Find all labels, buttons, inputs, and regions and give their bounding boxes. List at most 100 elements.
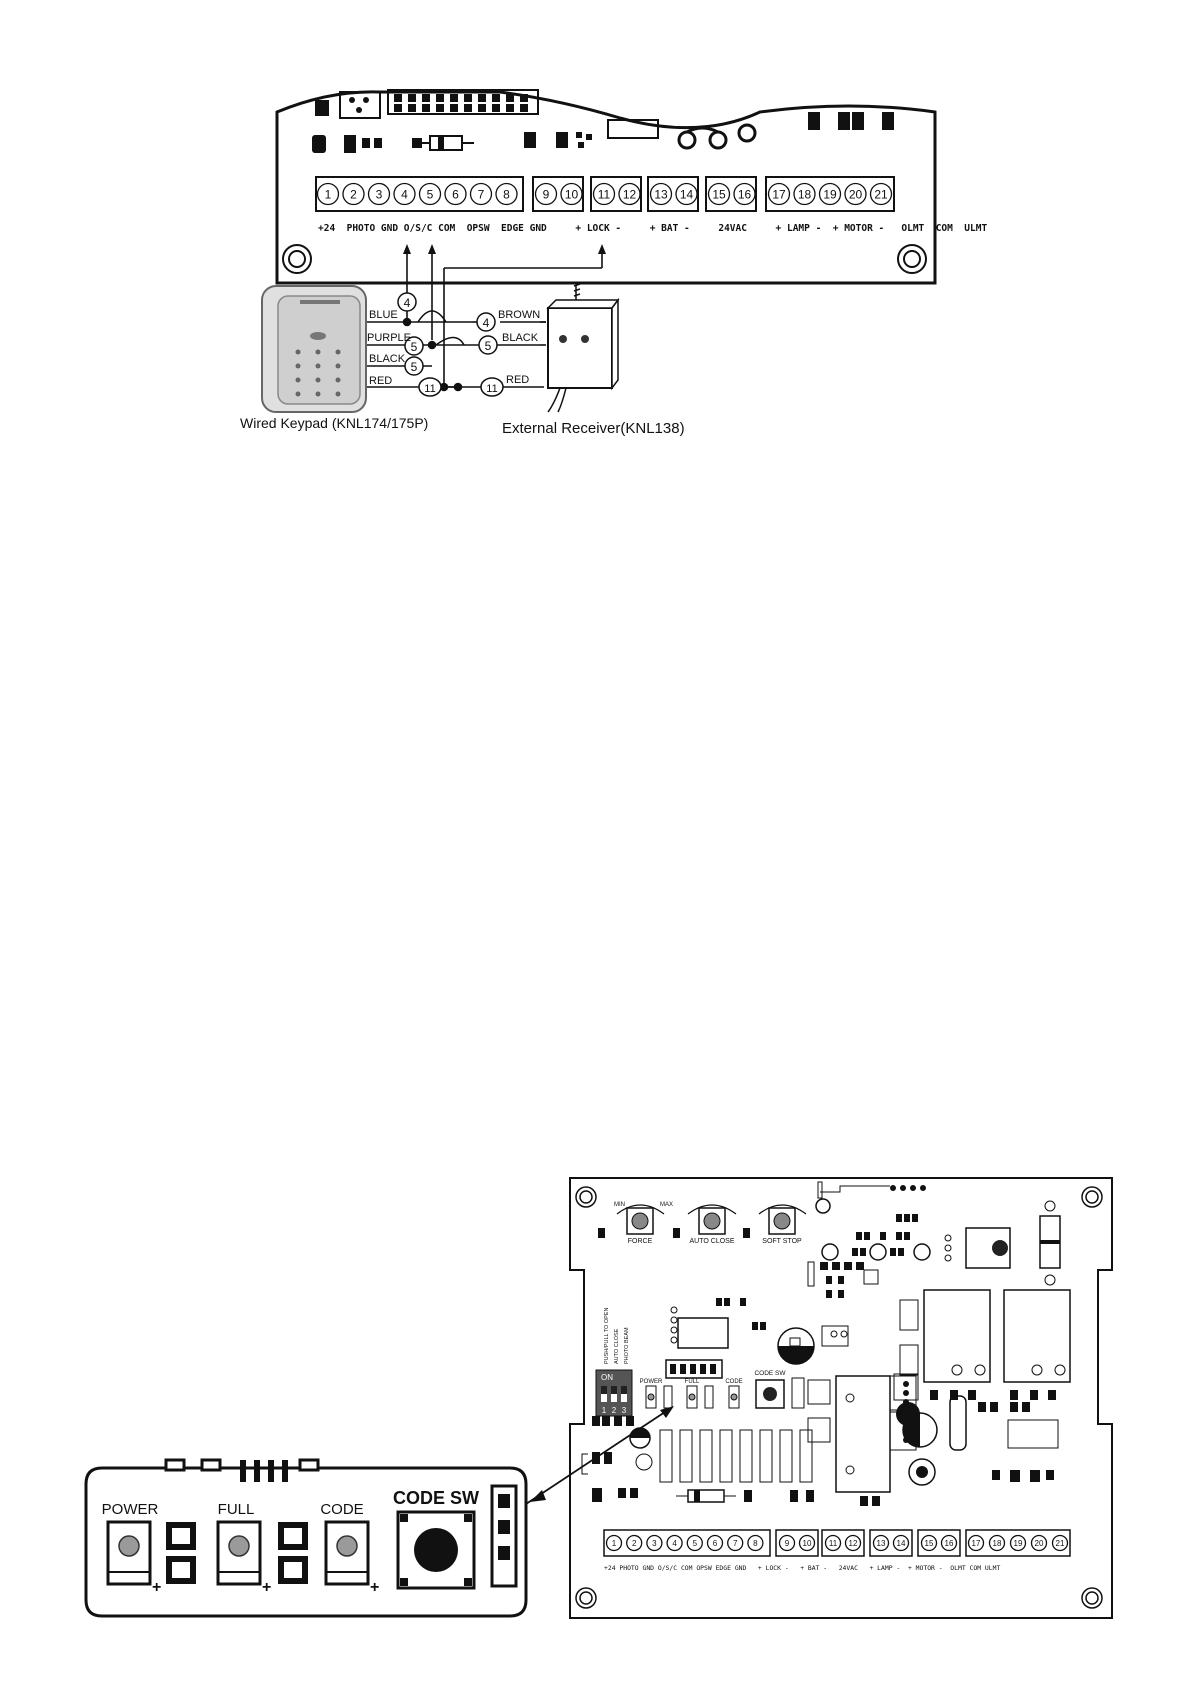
top-terminal-9: 9 [534, 182, 558, 206]
terminal-number: 17 [772, 187, 786, 201]
top-terminal-2: 2 [342, 182, 365, 206]
wire-label-black-rx: BLACK [502, 332, 539, 344]
pin-label-red-keypad: 11 [418, 377, 442, 397]
svg-text:CODE: CODE [725, 1379, 742, 1385]
board-terminal-20: 20 [1030, 1534, 1048, 1552]
top-terminal-13: 13 [649, 182, 673, 206]
terminal-number: 7 [478, 187, 485, 201]
trimmer-soft-stop: SOFT STOP [758, 1204, 807, 1245]
terminal-number: 12 [849, 1539, 858, 1548]
terminal-number: 5 [693, 1539, 698, 1548]
control-board-outline [569, 1177, 1113, 1619]
mounting-hole-right [897, 244, 927, 274]
terminal-number: 17 [972, 1539, 981, 1548]
top-terminal-1: 1 [316, 182, 340, 206]
trimmer-min-label: MIN [614, 1202, 625, 1208]
svg-text:AUTO CLOSE: AUTO CLOSE [690, 1238, 735, 1245]
inset-led-full: FULL + [216, 1501, 308, 1596]
terminal-number: 13 [654, 187, 668, 201]
svg-text:5: 5 [411, 360, 418, 374]
top-terminal-18: 18 [793, 182, 816, 206]
terminal-number: 16 [738, 187, 752, 201]
svg-text:AUTO CLOSE: AUTO CLOSE [614, 1328, 620, 1364]
wire-pin-labels: 4 5 5 11 4 5 11 [397, 292, 504, 397]
top-terminal-4: 4 [393, 182, 416, 206]
svg-text:CODE: CODE [320, 1501, 363, 1518]
top-terminal-17: 17 [767, 182, 791, 206]
board-terminal-11: 11 [824, 1534, 842, 1552]
top-terminal-3: 3 [367, 182, 391, 206]
terminal-number: 11 [829, 1539, 838, 1548]
svg-text:2: 2 [612, 1406, 617, 1415]
svg-text:4: 4 [483, 316, 490, 330]
top-terminal-6: 6 [444, 182, 467, 206]
trimmer-max-label: MAX [660, 1202, 673, 1208]
external-receiver [546, 283, 620, 413]
terminal-number: 6 [452, 187, 459, 201]
board-code-switch: CODE SW [754, 1370, 805, 1409]
terminal-number: 19 [823, 187, 837, 201]
top-terminal-label-strip: +24 PHOTO GND O/S/C COM OPSW EDGE GND + … [318, 223, 987, 234]
callout-arrow [525, 1406, 674, 1505]
top-terminal-21: 21 [869, 182, 893, 206]
inset-right-connector [490, 1484, 518, 1588]
terminal-number: 10 [565, 187, 579, 201]
terminal-number: 14 [680, 187, 694, 201]
svg-text:ON: ON [601, 1373, 613, 1382]
terminal-number: 6 [713, 1539, 718, 1548]
svg-text:11: 11 [486, 383, 497, 395]
terminal-number: 9 [543, 187, 550, 201]
zoom-inset: POWER + FULL + [84, 1458, 528, 1618]
terminal-number: 14 [897, 1539, 906, 1548]
top-terminal-12: 12 [618, 182, 641, 206]
terminal-number: 1 [325, 187, 332, 201]
wired-keypad [261, 285, 367, 413]
terminal-number: 20 [1035, 1539, 1044, 1548]
board-terminal-7: 7 [727, 1534, 744, 1552]
wire-label-brown: BROWN [498, 309, 540, 321]
terminal-number: 12 [623, 187, 637, 201]
inset-led-power: POWER + [102, 1501, 196, 1596]
svg-text:4: 4 [404, 296, 411, 310]
svg-text:CODE SW: CODE SW [754, 1370, 786, 1377]
board-led-power: POWER [640, 1379, 673, 1409]
pin-label-brown: 4 [476, 312, 496, 332]
wire-label-black: BLACK [369, 353, 406, 365]
top-terminal-16: 16 [733, 182, 756, 206]
board-terminal-12: 12 [844, 1534, 862, 1552]
pin-label-purple: 5 [404, 336, 424, 356]
board-terminal-14: 14 [892, 1534, 910, 1552]
terminal-number: 21 [874, 187, 888, 201]
terminal-number: 7 [733, 1539, 738, 1548]
receiver-caption: External Receiver(KNL138) [502, 420, 685, 437]
board-terminal-17: 17 [967, 1534, 985, 1552]
terminal-number: 15 [925, 1539, 934, 1548]
wire-label-purple: PURPLE [367, 332, 411, 344]
wire-label-red-rx: RED [506, 374, 529, 386]
pin-label-red-receiver: 11 [480, 377, 504, 397]
svg-text:5: 5 [411, 340, 418, 354]
top-terminal-20: 20 [844, 182, 867, 206]
terminal-number: 19 [1014, 1539, 1023, 1548]
svg-text:11: 11 [424, 383, 435, 395]
mounting-hole-left [282, 244, 312, 274]
top-terminal-11: 11 [592, 182, 616, 206]
board-terminal-8: 8 [747, 1534, 764, 1552]
wire-label-red: RED [369, 375, 392, 387]
keypad-caption: Wired Keypad (KNL174/175P) [240, 415, 428, 431]
board-terminal-4: 4 [666, 1534, 683, 1552]
terminal-number: 15 [712, 187, 726, 201]
svg-text:+: + [262, 1579, 271, 1596]
board-led-full: FULL [685, 1379, 714, 1409]
board-components [581, 1181, 1071, 1506]
board-terminal-19: 19 [1009, 1534, 1027, 1552]
terminal-number: 13 [877, 1539, 886, 1548]
pin-label-blue: 4 [397, 292, 417, 312]
terminal-number: 11 [598, 187, 611, 201]
svg-text:3: 3 [622, 1406, 627, 1415]
top-board-components [312, 89, 894, 153]
board-terminal-15: 15 [920, 1534, 938, 1552]
